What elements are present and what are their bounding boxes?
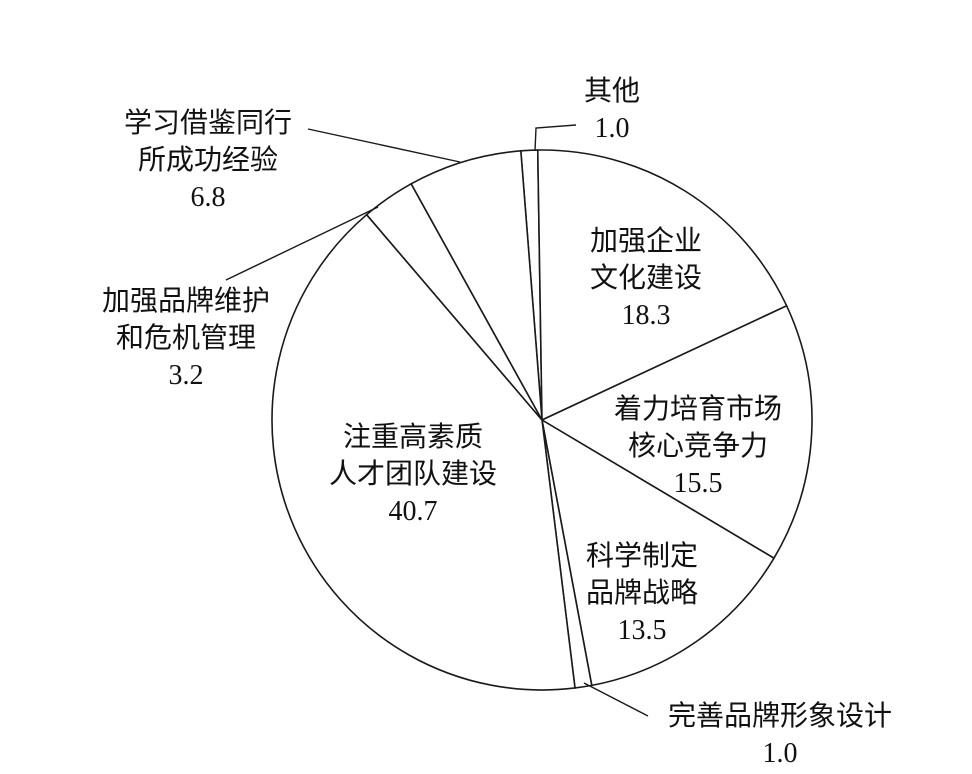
slice-label-3-line-0: 科学制定: [586, 539, 698, 572]
slice-label-0-line-0: 其他: [584, 74, 640, 107]
leader-line-6: [225, 206, 379, 281]
slice-label-5-line-0: 注重高素质: [343, 420, 483, 453]
slice-label-1-line-1: 文化建设: [590, 261, 702, 294]
slice-label-7-line-1: 所成功经验: [138, 143, 278, 176]
slice-label-0: 其他 1.0: [584, 74, 640, 144]
pie-slice-2: [540, 304, 813, 560]
slice-value-5: 40.7: [389, 496, 438, 527]
slice-label-2-line-1: 核心竞争力: [628, 429, 768, 462]
slice-label-4-line-0: 完善品牌形象设计: [668, 699, 892, 732]
slice-label-5-line-1: 人才团队建设: [329, 457, 497, 490]
slice-value-4: 1.0: [763, 738, 798, 769]
slice-value-0: 1.0: [595, 113, 630, 144]
slice-value-3: 13.5: [618, 615, 667, 646]
slice-label-6-line-0: 加强品牌维护: [102, 284, 270, 317]
leader-line-4: [583, 682, 649, 717]
slices-layer: [271, 149, 813, 691]
slice-label-1-line-0: 加强企业: [590, 224, 702, 257]
slice-label-4: 完善品牌形象设计 1.0: [668, 699, 892, 769]
pie-slice-1: [536, 149, 788, 422]
pie-slice-5: [271, 213, 576, 691]
slice-label-7-line-0: 学习借鉴同行: [124, 106, 292, 139]
slice-label-6-line-1: 和危机管理: [116, 321, 256, 354]
pie-slice-7: [410, 149, 543, 421]
pie-slice-3: [540, 418, 776, 687]
slice-value-7: 6.8: [191, 182, 226, 213]
slice-value-1: 18.3: [622, 300, 671, 331]
leader-lines-layer: [225, 124, 649, 717]
slice-label-2-line-0: 着力培育市场: [614, 392, 782, 425]
leader-line-0: [534, 124, 577, 152]
slice-label-3-line-1: 品牌战略: [586, 576, 698, 609]
slice-value-6: 3.2: [169, 360, 204, 391]
slice-value-2: 15.5: [674, 468, 723, 499]
leader-line-7: [307, 128, 461, 163]
